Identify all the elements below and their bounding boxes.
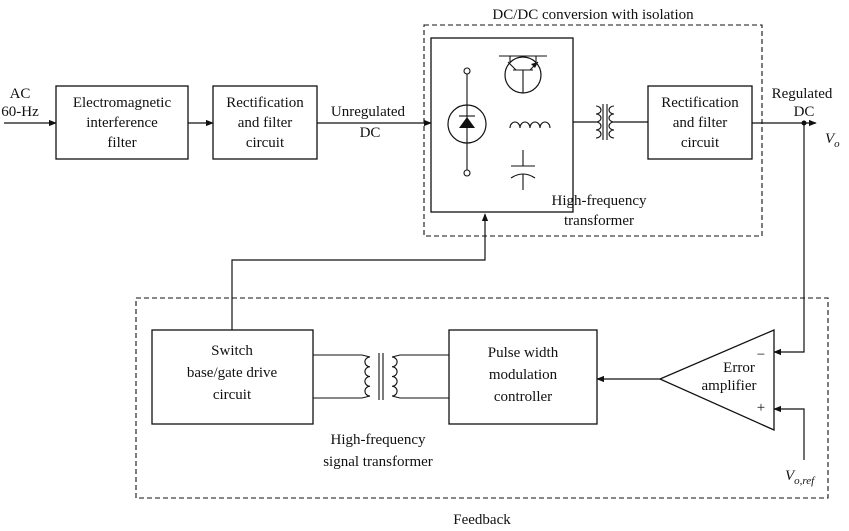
pwm-controller-line-2: modulation — [489, 367, 558, 383]
rectifier-1-line-2: and filter — [238, 115, 293, 131]
rectifier-2-line-1: Rectification — [661, 95, 739, 111]
regulated-label-2: DC — [794, 104, 815, 120]
gate-drive-line-1: Switch — [211, 343, 253, 359]
diode-icon — [447, 104, 487, 144]
gate-drive-signal-arrow — [231, 213, 489, 330]
input-label-frequency: 60-Hz — [1, 104, 39, 120]
inductor-icon — [509, 121, 551, 129]
terminal-circle-bottom — [463, 169, 471, 177]
signal-transformer-label-2: signal transformer — [323, 454, 433, 470]
error-amplifier-line-1: Error — [723, 360, 755, 376]
rectifier-2-line-3: circuit — [681, 135, 720, 151]
error-amplifier-line-2: amplifier — [702, 378, 757, 394]
reference-voltage-label: Vo,ref — [785, 468, 816, 487]
isolation-group-title: DC/DC conversion with isolation — [492, 7, 694, 23]
emi-filter-line-2: interference — [86, 115, 158, 131]
input-label-ac: AC — [10, 86, 31, 102]
rectifier-block-1 — [212, 85, 318, 160]
signal-transformer-icon — [313, 353, 449, 400]
emi-filter-line-1: Electromagnetic — [73, 95, 172, 111]
gate-drive-line-3: circuit — [213, 387, 252, 403]
reference-input-arrow — [773, 405, 805, 460]
unregulated-label-2: DC — [360, 125, 381, 141]
feedback-group-border — [135, 297, 829, 499]
pwm-controller-line-1: Pulse width — [488, 345, 559, 361]
rectifier-1-line-1: Rectification — [226, 95, 304, 111]
emi-filter-line-3: filter — [107, 135, 136, 151]
rectifier-1-line-3: circuit — [246, 135, 285, 151]
capacitor-icon — [510, 150, 536, 190]
pwm-controller-line-3: controller — [494, 389, 552, 405]
hf-transformer-label-2: transformer — [564, 213, 634, 229]
output-voltage-label: Vo — [825, 131, 840, 150]
gate-drive-line-2: base/gate drive — [187, 365, 278, 381]
regulated-label-1: Regulated — [772, 86, 833, 102]
transistor-icon — [499, 55, 547, 94]
unregulated-label-1: Unregulated — [331, 104, 406, 120]
pwm-controller-block — [448, 329, 598, 425]
amplifier-plus-sign: + — [757, 400, 765, 416]
emi-filter-block — [55, 85, 189, 160]
error-amplifier-triangle — [658, 329, 775, 432]
isolation-group-border — [423, 24, 763, 237]
gate-drive-block — [151, 329, 314, 425]
rectifier-2-line-2: and filter — [673, 115, 728, 131]
terminal-circle-top — [463, 67, 471, 75]
hf-transformer-label-1: High-frequency — [552, 193, 647, 209]
power-transformer-icon — [573, 104, 648, 140]
signal-transformer-label-1: High-frequency — [331, 432, 426, 448]
output-feedback-arrow — [773, 123, 805, 356]
amplifier-minus-sign: − — [757, 347, 765, 363]
feedback-group-title: Feedback — [453, 512, 511, 528]
